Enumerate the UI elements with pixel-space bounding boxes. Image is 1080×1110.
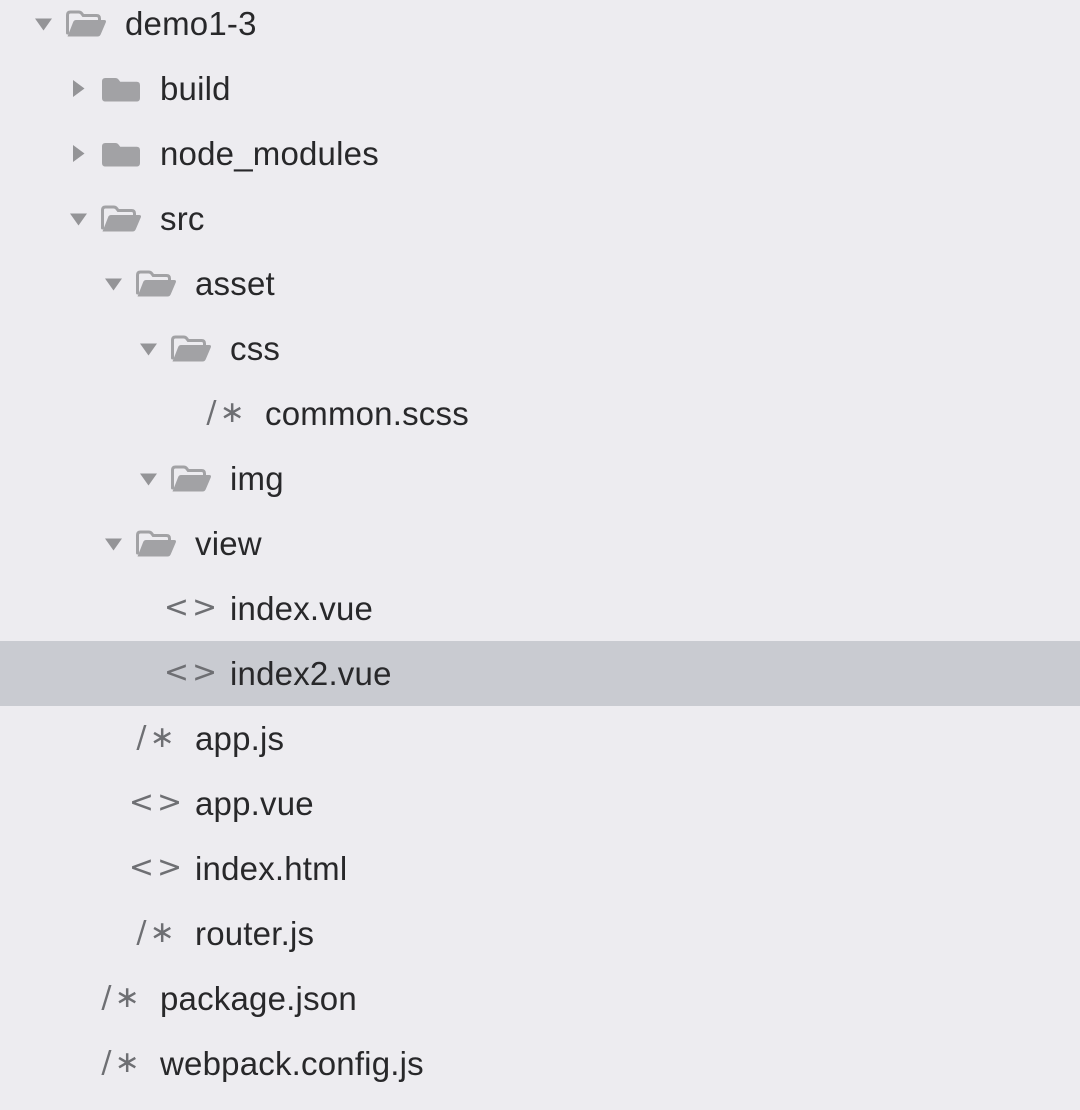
folder-open-icon [169, 462, 215, 496]
file-icon: /∗ [134, 914, 180, 950]
code-comment-icon: /∗ [101, 1044, 143, 1080]
code-comment-icon: /∗ [206, 394, 248, 430]
code-comment-icon: /∗ [136, 719, 178, 755]
tree-row-router.js[interactable]: /∗ router.js [0, 901, 1080, 966]
tree-item-label: asset [195, 264, 275, 302]
tree-row-asset[interactable]: asset [0, 251, 1080, 316]
disclosure-triangle-open-icon[interactable] [65, 212, 91, 226]
folder-closed-icon [99, 137, 145, 171]
tree-row-node_modules[interactable]: node_modules [0, 121, 1080, 186]
tree-row-index2.vue[interactable]: <> index2.vue [0, 641, 1080, 706]
angle-brackets-icon: <> [163, 654, 221, 690]
folder-open-icon [99, 202, 145, 236]
code-comment-icon: /∗ [136, 914, 178, 950]
folder-open-icon [64, 7, 110, 41]
tree-item-label: app.vue [195, 784, 314, 822]
tree-row-app.vue[interactable]: <> app.vue [0, 771, 1080, 836]
folder-open-icon [134, 267, 180, 301]
tree-item-label: view [195, 524, 262, 562]
tree-item-label: css [230, 329, 281, 367]
file-icon: <> [164, 592, 217, 625]
file-icon: /∗ [134, 719, 180, 755]
tree-item-label: app.js [195, 719, 285, 757]
tree-item-label: index.vue [230, 589, 374, 627]
folder-open-icon [134, 527, 180, 561]
file-icon: <> [129, 852, 182, 885]
file-icon: /∗ [99, 979, 145, 1015]
disclosure-triangle-open-icon[interactable] [100, 537, 126, 551]
code-comment-icon: /∗ [101, 979, 143, 1015]
tree-row-demo1-3[interactable]: demo1-3 [0, 0, 1080, 56]
angle-brackets-icon: <> [163, 589, 221, 625]
tree-item-label: common.scss [265, 394, 469, 432]
file-icon: <> [129, 787, 182, 820]
file-icon: <> [164, 657, 217, 690]
disclosure-triangle-open-icon[interactable] [135, 472, 161, 486]
angle-brackets-icon: <> [128, 784, 186, 820]
disclosure-triangle-open-icon[interactable] [30, 17, 56, 31]
tree-item-label: webpack.config.js [160, 1044, 424, 1082]
tree-row-src[interactable]: src [0, 186, 1080, 251]
tree-row-app.js[interactable]: /∗ app.js [0, 706, 1080, 771]
tree-item-label: src [160, 199, 205, 237]
tree-item-label: router.js [195, 914, 315, 952]
tree-item-label: demo1-3 [125, 4, 257, 42]
tree-row-build[interactable]: build [0, 56, 1080, 121]
tree-row-img[interactable]: img [0, 446, 1080, 511]
angle-brackets-icon: <> [128, 849, 186, 885]
tree-row-package.json[interactable]: /∗ package.json [0, 966, 1080, 1031]
folder-closed-icon [99, 72, 145, 106]
disclosure-triangle-closed-icon[interactable] [65, 80, 91, 97]
tree-row-index.vue[interactable]: <> index.vue [0, 576, 1080, 641]
tree-row-index.html[interactable]: <> index.html [0, 836, 1080, 901]
tree-item-label: index2.vue [230, 654, 392, 692]
disclosure-triangle-closed-icon[interactable] [65, 145, 91, 162]
tree-row-css[interactable]: css [0, 316, 1080, 381]
file-icon: /∗ [99, 1044, 145, 1080]
tree-row-view[interactable]: view [0, 511, 1080, 576]
tree-item-label: node_modules [160, 134, 379, 172]
disclosure-triangle-open-icon[interactable] [135, 342, 161, 356]
tree-item-label: img [230, 459, 284, 497]
tree-item-label: build [160, 69, 231, 107]
tree-item-label: index.html [195, 849, 348, 887]
tree-row-webpack.config.js[interactable]: /∗ webpack.config.js [0, 1031, 1080, 1096]
disclosure-triangle-open-icon[interactable] [100, 277, 126, 291]
tree-item-label: package.json [160, 979, 357, 1017]
folder-open-icon [169, 332, 215, 366]
tree-row-common.scss[interactable]: /∗ common.scss [0, 381, 1080, 446]
file-icon: /∗ [204, 394, 250, 430]
